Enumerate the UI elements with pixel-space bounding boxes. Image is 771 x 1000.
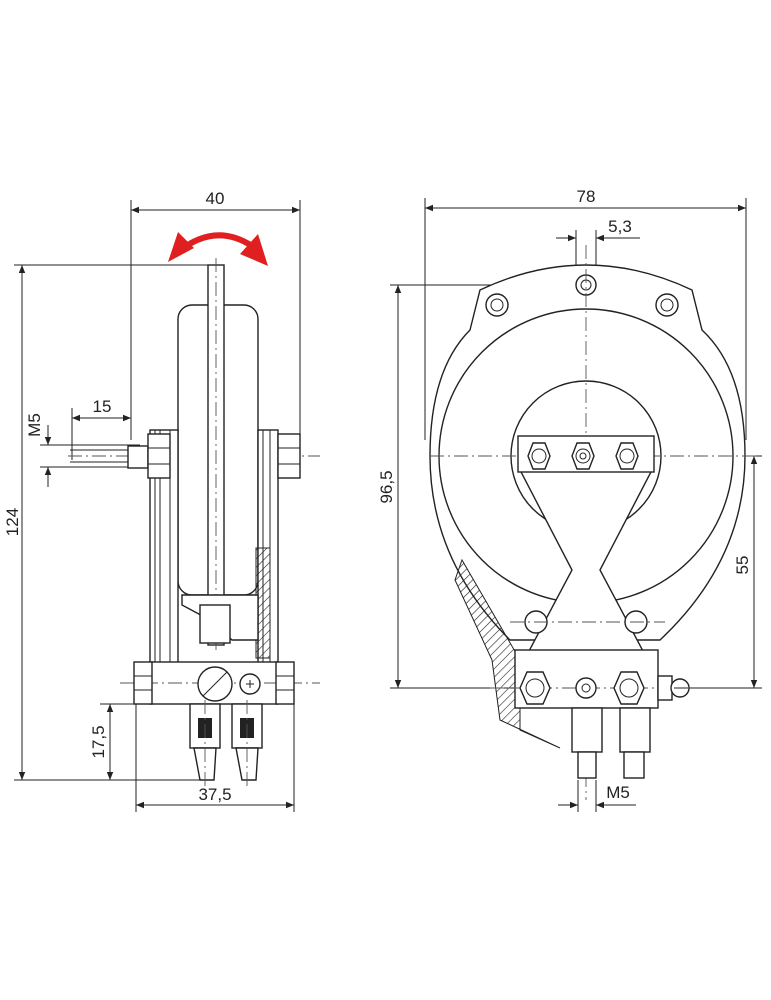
right-center-height-label: 55 bbox=[733, 556, 752, 575]
bottom-bolt-icon bbox=[519, 671, 645, 705]
rotation-arrow-icon bbox=[168, 232, 268, 266]
left-height-label: 124 bbox=[3, 508, 22, 536]
left-view: 40 124 M5 15 bbox=[3, 189, 320, 812]
left-offset-label: 15 bbox=[93, 397, 112, 416]
left-width-label: 40 bbox=[206, 189, 225, 208]
right-view: 78 5,3 96,5 55 bbox=[377, 187, 762, 812]
left-thread-label: M5 bbox=[25, 413, 44, 437]
right-hole-label: 5,3 bbox=[608, 217, 632, 236]
left-base-width-label: 37,5 bbox=[198, 785, 231, 804]
hex-bolt-icon bbox=[527, 442, 639, 470]
right-width-label: 78 bbox=[577, 187, 596, 206]
right-thread-label: M5 bbox=[606, 783, 630, 802]
left-base-height-label: 17,5 bbox=[89, 725, 108, 758]
right-height-label: 96,5 bbox=[377, 470, 396, 503]
